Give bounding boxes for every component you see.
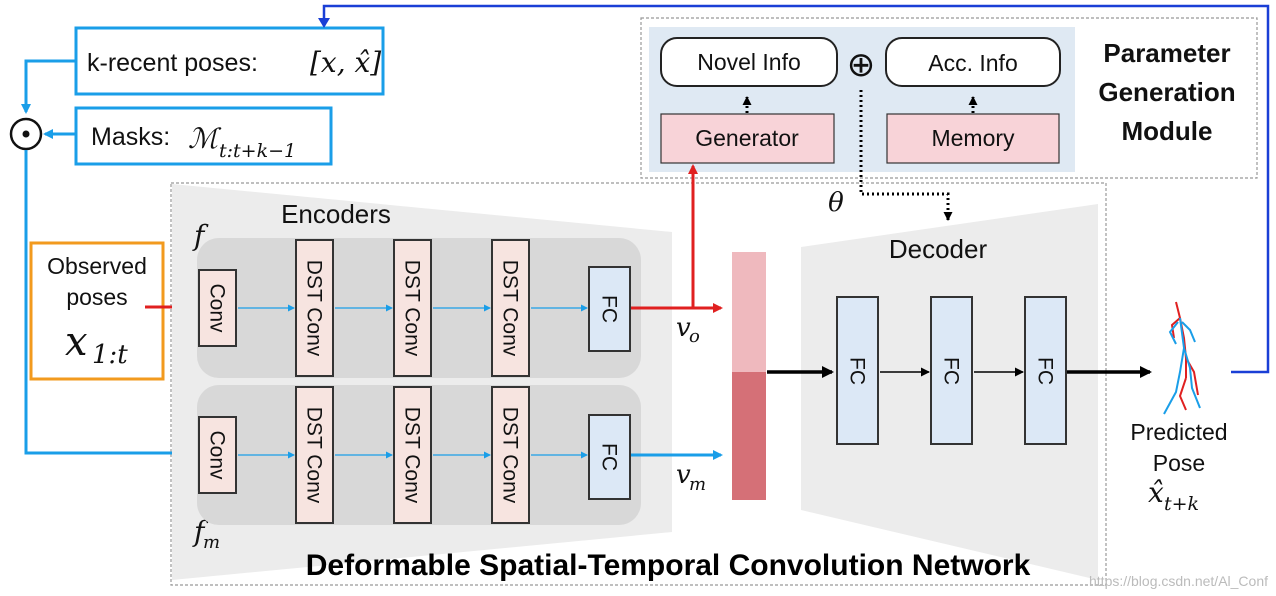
dst-conv-block-top-2 bbox=[393, 239, 432, 377]
v-m-symbol: v bbox=[676, 460, 691, 490]
oplus-symbol: ⊕ bbox=[847, 46, 876, 84]
k-recent-math: [x, x̂] bbox=[310, 46, 381, 79]
memory-box bbox=[886, 113, 1060, 164]
predicted-line1: Predicted bbox=[1130, 419, 1227, 445]
decoder-fc-label-3: FC bbox=[1034, 357, 1057, 385]
pgm-title-line2: Generation bbox=[1098, 77, 1235, 107]
decoder-fc-block-2 bbox=[930, 296, 973, 445]
dst-conv-block-bottom-1 bbox=[295, 386, 334, 524]
dst-conv-label-top-1: DST Conv bbox=[303, 260, 326, 357]
masks-math: ℳ bbox=[188, 122, 222, 155]
encoders-title: Encoders bbox=[281, 199, 391, 229]
predicted-math-subscript: t+k bbox=[1164, 493, 1199, 515]
odot-dot bbox=[22, 130, 30, 138]
dst-conv-label-top-3: DST Conv bbox=[499, 260, 522, 357]
predicted-pose-skeleton bbox=[1163, 301, 1201, 415]
conv-block-top bbox=[198, 269, 237, 347]
decoder-fc-block-3 bbox=[1024, 296, 1067, 445]
conv-block-bottom bbox=[198, 416, 237, 494]
feedback-loop-arrowhead bbox=[318, 18, 330, 28]
feedback-loop-arrow bbox=[322, 4, 1270, 374]
dst-conv-block-top-1 bbox=[295, 239, 334, 377]
memory-label: Memory bbox=[931, 125, 1015, 151]
novel-info-box bbox=[660, 37, 838, 87]
decoder-title: Decoder bbox=[889, 234, 988, 264]
fc-block-top bbox=[588, 266, 631, 352]
masks-math-subscript: t:t+k−1 bbox=[219, 140, 296, 162]
dst-conv-block-bottom-2 bbox=[393, 386, 432, 524]
dst-conv-label-bottom-1: DST Conv bbox=[303, 407, 326, 504]
dst-conv-label-top-2: DST Conv bbox=[401, 260, 424, 357]
odot-to-mask-encoder-arrow bbox=[24, 150, 193, 458]
observed-poses-box bbox=[29, 241, 165, 381]
decoder-fc-label-2: FC bbox=[940, 357, 963, 385]
v-o-symbol: v bbox=[676, 313, 691, 343]
acc-info-box bbox=[885, 37, 1061, 87]
encoder-row-observed-blocks: Conv DST Conv DST Conv DST Conv FC bbox=[198, 239, 631, 377]
encoder-row-mask-blocks: Conv DST Conv DST Conv DST Conv FC bbox=[198, 386, 631, 524]
fc-block-bottom bbox=[588, 414, 631, 500]
observed-line2: poses bbox=[66, 284, 127, 310]
conv-label-top: Conv bbox=[206, 283, 229, 333]
v-o-subscript: o bbox=[689, 326, 700, 347]
generator-box bbox=[660, 113, 835, 164]
network-dashed-border bbox=[170, 182, 1107, 586]
theta-dotted-path bbox=[859, 90, 953, 221]
k-recent-to-odot-arrow bbox=[21, 59, 76, 114]
masks-label: Masks: bbox=[91, 123, 170, 151]
observed-math: x bbox=[65, 319, 88, 365]
feature-vector-mask bbox=[732, 372, 766, 500]
pgm-title-line3: Module bbox=[1122, 116, 1213, 146]
acc-info-label: Acc. Info bbox=[928, 50, 1017, 76]
decoder-fc-label-1: FC bbox=[846, 357, 869, 385]
observed-line1: Observed bbox=[47, 253, 147, 279]
k-recent-label: k-recent poses: bbox=[87, 49, 258, 77]
predicted-math: x̂ bbox=[1148, 476, 1164, 509]
decoder-fc-block-1 bbox=[836, 296, 879, 445]
predicted-line2: Pose bbox=[1153, 450, 1205, 476]
generator-label: Generator bbox=[695, 125, 799, 151]
f-m-subscript: m bbox=[203, 532, 220, 553]
novel-info-label: Novel Info bbox=[697, 49, 801, 75]
network-title: Deformable Spatial-Temporal Convolution … bbox=[306, 549, 1031, 582]
dst-conv-block-bottom-3 bbox=[491, 386, 530, 524]
conv-label-bottom: Conv bbox=[206, 430, 229, 480]
masks-box bbox=[74, 106, 333, 166]
pgm-title-line1: Parameter bbox=[1103, 38, 1230, 68]
dst-conv-label-bottom-2: DST Conv bbox=[401, 407, 424, 504]
v-m-subscript: m bbox=[689, 474, 706, 495]
watermark: https://blog.csdn.net/Al_Conf bbox=[1089, 573, 1268, 589]
fc-label-top: FC bbox=[598, 295, 621, 323]
theta-symbol: θ bbox=[828, 188, 844, 218]
dst-conv-label-bottom-3: DST Conv bbox=[499, 407, 522, 504]
pgm-dashed-border bbox=[640, 17, 1258, 179]
feature-vector-observed bbox=[732, 252, 766, 372]
fc-label-bottom: FC bbox=[598, 443, 621, 471]
dst-conv-block-top-3 bbox=[491, 239, 530, 377]
observed-math-subscript: 1:t bbox=[92, 340, 128, 370]
